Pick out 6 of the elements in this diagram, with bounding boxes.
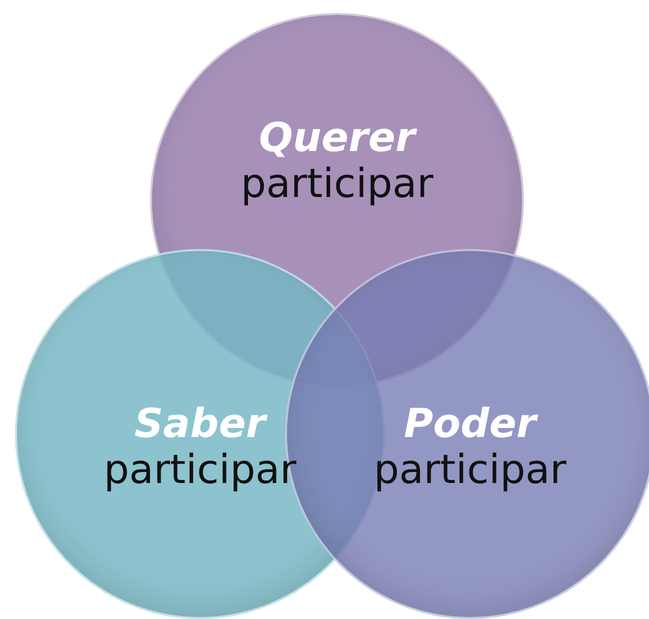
circle-heading: Poder	[404, 401, 536, 447]
circle-label: participar	[104, 447, 296, 493]
circle-label: participar	[374, 447, 566, 493]
circle-heading: Querer	[258, 115, 416, 161]
circle-heading: Saber	[134, 401, 266, 447]
circle-label: participar	[240, 161, 434, 207]
